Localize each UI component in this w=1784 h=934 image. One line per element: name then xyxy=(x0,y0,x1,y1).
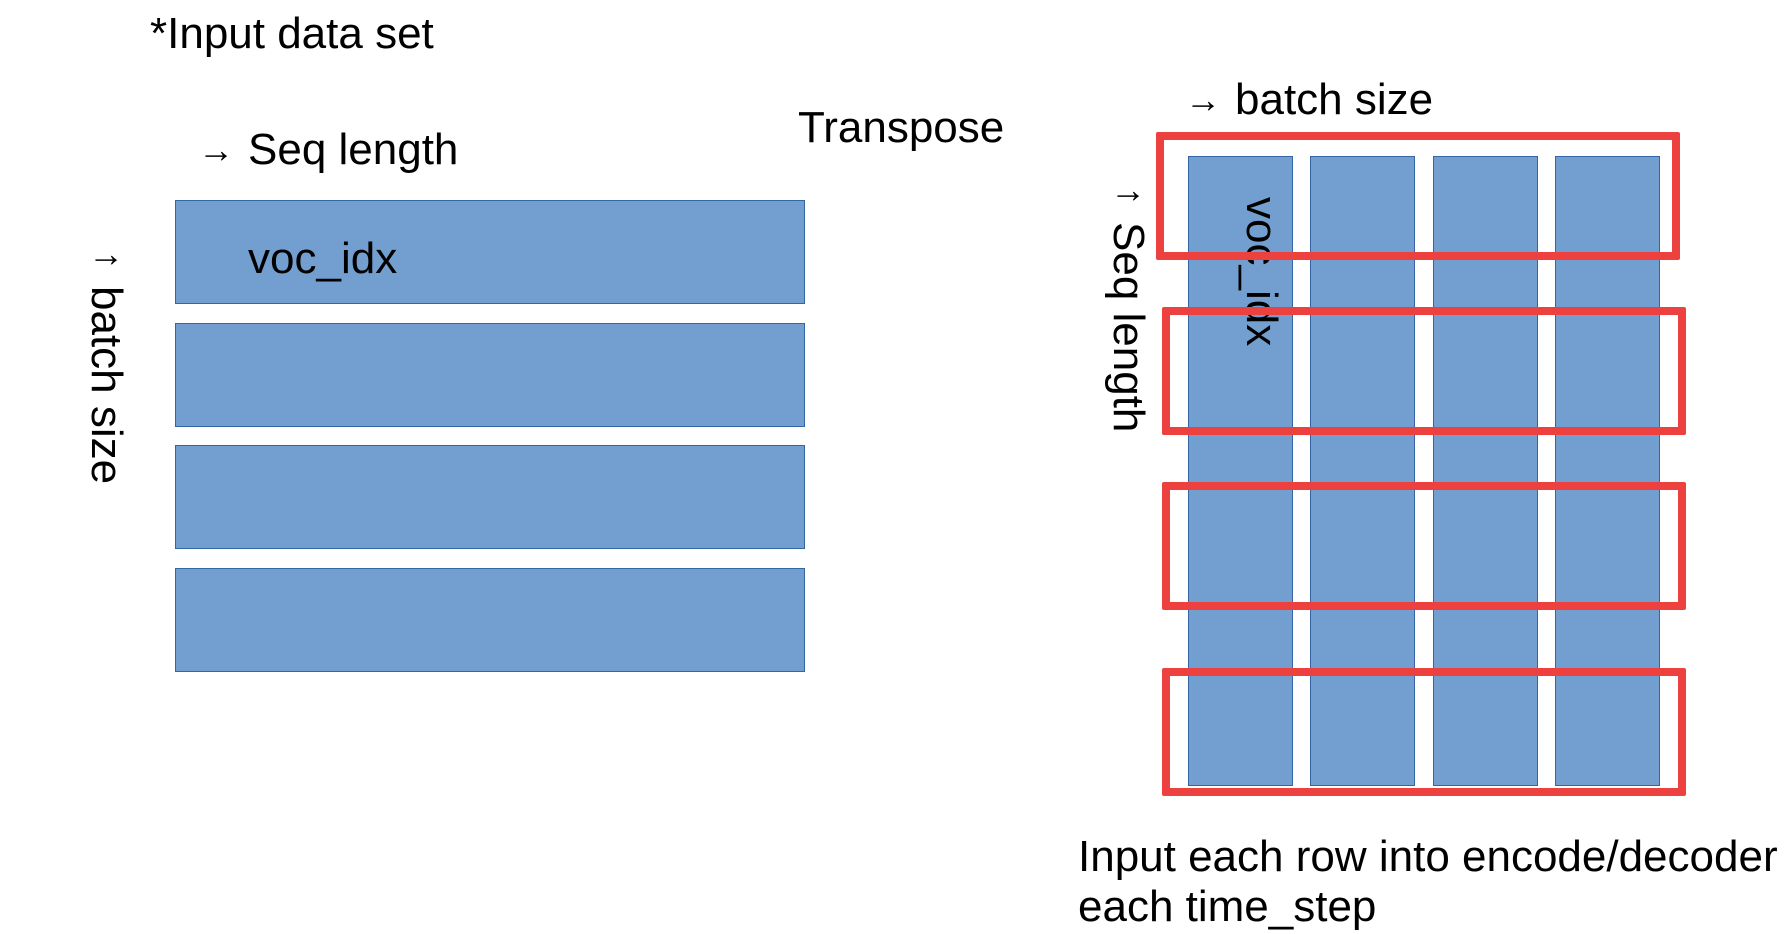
left-batch-size-text: batch size xyxy=(82,286,131,485)
right-matrix-column-2 xyxy=(1310,156,1415,786)
time-step-highlight-1 xyxy=(1156,132,1680,260)
right-matrix-column-1: voc_idx xyxy=(1188,156,1293,786)
time-step-highlight-3 xyxy=(1162,482,1686,610)
arrow-down-icon: → xyxy=(1110,169,1146,210)
left-matrix-row-1: voc_idx xyxy=(175,200,805,304)
right-batch-size-label: → batch size xyxy=(1185,78,1433,122)
right-seq-length-text: Seq length xyxy=(1104,222,1153,433)
arrow-right-icon: → xyxy=(1185,79,1221,120)
time-step-highlight-2 xyxy=(1162,307,1686,435)
footer-line-1: Input each row into encode/decoder xyxy=(1078,832,1778,881)
left-matrix-row-3 xyxy=(175,445,805,549)
right-matrix-column-4 xyxy=(1555,156,1660,786)
left-batch-size-label: → batch size xyxy=(82,233,131,485)
diagram-title: *Input data set xyxy=(150,9,434,58)
right-matrix-column-3 xyxy=(1433,156,1538,786)
right-seq-length-label: → Seq length xyxy=(1104,169,1153,433)
left-matrix-row-4 xyxy=(175,568,805,672)
time-step-highlight-4 xyxy=(1162,668,1686,796)
footer-line-2: each time_step xyxy=(1078,882,1377,931)
transpose-label: Transpose xyxy=(798,103,1005,152)
arrow-down-icon: → xyxy=(88,233,124,274)
left-seq-length-text: Seq length xyxy=(248,125,459,174)
left-seq-length-label: → Seq length xyxy=(198,128,458,172)
left-matrix-row-2 xyxy=(175,323,805,427)
left-cell-label: voc_idx xyxy=(248,234,398,283)
arrow-right-icon: → xyxy=(198,129,234,170)
footer-caption: Input each row into encode/decoder each … xyxy=(1078,832,1778,932)
right-batch-size-text: batch size xyxy=(1235,75,1434,124)
